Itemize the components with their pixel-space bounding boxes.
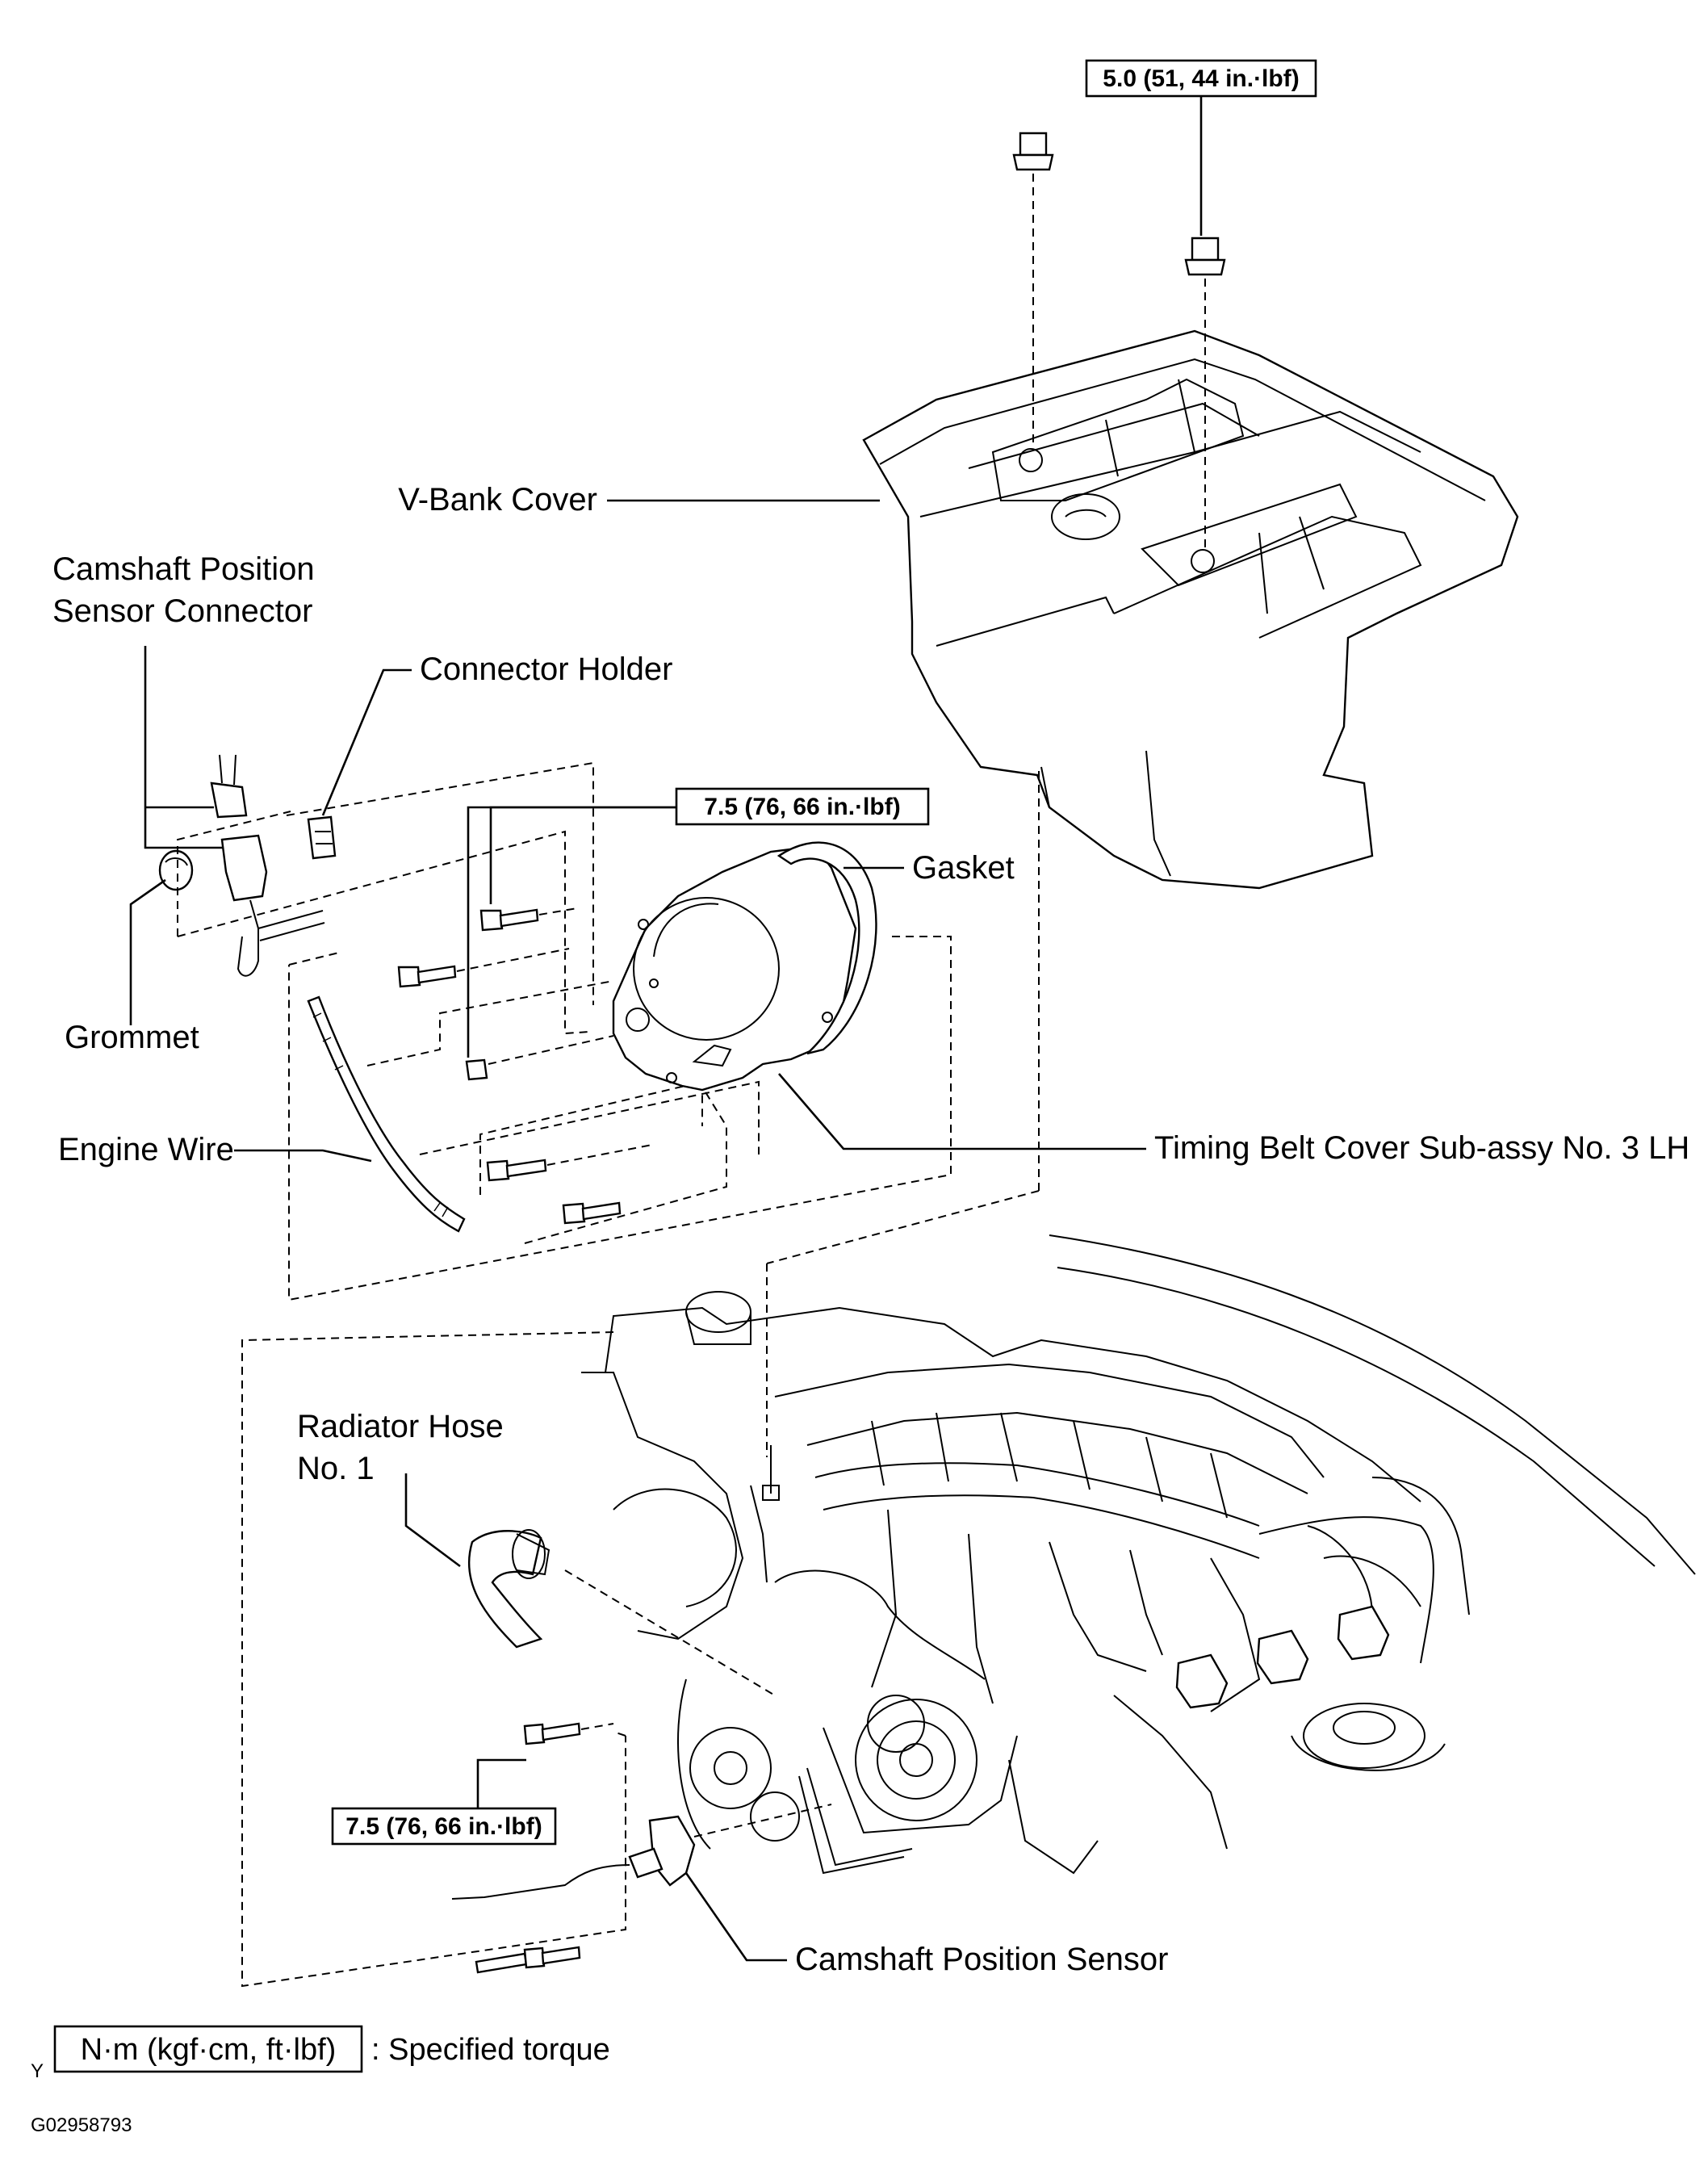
leader-connector-holder: [321, 668, 412, 816]
legend-marker: Y: [31, 2060, 44, 2082]
leader-radiator-hose: [404, 1473, 461, 1568]
bolt-4: [486, 1144, 653, 1182]
bolt-1: [479, 907, 578, 932]
torque-value-label: 5.0 (51, 44 in.·lbf): [1103, 65, 1299, 92]
bolt-2: [397, 948, 570, 988]
label-cam-sensor-connector-1: Camshaft Position: [52, 551, 315, 587]
label-engine-wire: Engine Wire: [58, 1132, 234, 1167]
camshaft-position-sensor: [451, 1815, 696, 1900]
label-gasket: Gasket: [912, 850, 1015, 886]
torque-box-bottom: 7.5 (76, 66 in.·lbf): [331, 1758, 557, 1846]
grommet: [158, 849, 194, 891]
engine-wire: [307, 995, 466, 1233]
label-grommet: Grommet: [65, 1020, 199, 1055]
bolt-bottom-upper: [523, 1722, 614, 1745]
label-cam-sensor-connector-2: Sensor Connector: [52, 593, 312, 629]
bolt-3: [465, 1035, 614, 1081]
timing-belt-cover: [612, 844, 857, 1092]
radiator-hose: [467, 1529, 550, 1649]
torque-box-middle: 7.5 (76, 66 in.·lbf): [467, 787, 930, 1058]
figure-id: G02958793: [31, 2114, 132, 2136]
label-camshaft-position-sensor: Camshaft Position Sensor: [795, 1942, 1168, 1977]
label-timing-belt-cover: Timing Belt Cover Sub-assy No. 3 LH: [1154, 1130, 1689, 1166]
v-bank-cover: [862, 329, 1519, 890]
connector-holder: [307, 815, 337, 860]
leader-grommet: [129, 878, 166, 1025]
bolt-bottom-lower: [475, 1946, 581, 1974]
label-radiator-hose-2: No. 1: [297, 1451, 375, 1486]
leader-cam-sensor-connector: [144, 646, 234, 849]
cover-nut-right: [1184, 237, 1226, 549]
leader-camshaft-position-sensor: [684, 1872, 787, 1962]
torque-value-label: 7.5 (76, 66 in.·lbf): [345, 1813, 542, 1840]
label-v-bank-cover: V-Bank Cover: [398, 482, 597, 518]
leader-timing-belt-cover: [778, 1073, 1146, 1150]
connector-plug-upper: [210, 754, 248, 819]
torque-legend: Y N·m (kgf·cm, ft·lbf) : Specified torqu…: [31, 2025, 610, 2082]
torque-box-top: 5.0 (51, 44 in.·lbf): [1085, 59, 1317, 236]
engine-assembly: [581, 1234, 1696, 1875]
gasket: [777, 841, 877, 1055]
label-connector-holder: Connector Holder: [420, 652, 673, 687]
cover-nut-left: [1012, 132, 1054, 448]
legend-unit-box: N·m (kgf·cm, ft·lbf): [81, 2033, 337, 2067]
connector-plug-lower: [220, 834, 325, 977]
torque-value-label: 7.5 (76, 66 in.·lbf): [704, 794, 900, 820]
leader-engine-wire: [234, 1149, 372, 1163]
legend-description: : Specified torque: [371, 2033, 610, 2067]
label-radiator-hose-1: Radiator Hose: [297, 1409, 504, 1444]
bolt-5: [562, 1201, 622, 1225]
